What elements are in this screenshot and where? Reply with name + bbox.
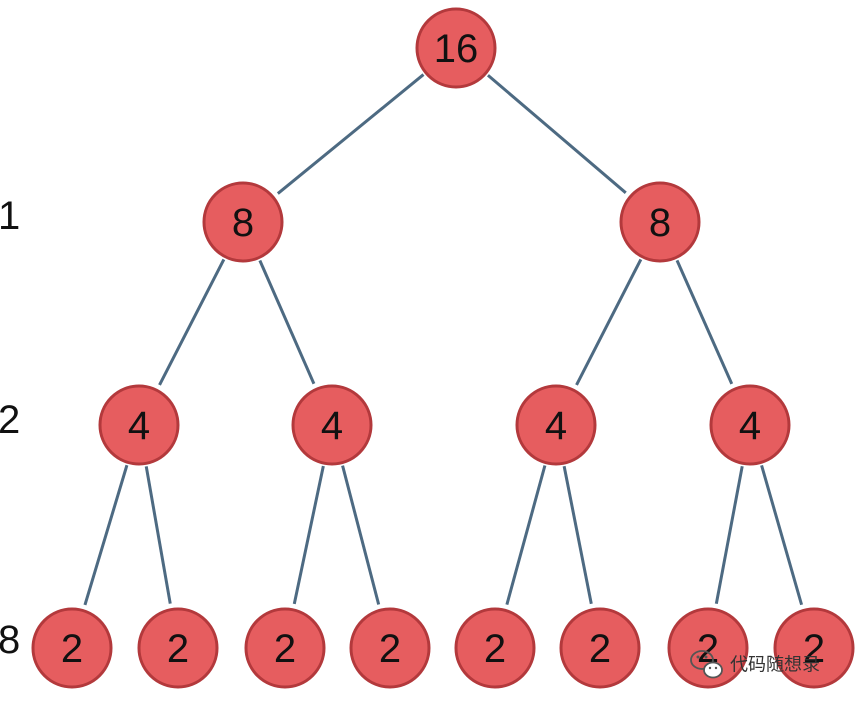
tree-node: 8: [202, 181, 284, 263]
edge-n3-n7: [83, 464, 129, 606]
node-circle: [31, 607, 113, 689]
tree-node: 16: [415, 7, 497, 89]
level-label-1: 1: [0, 194, 20, 238]
node-circle: [559, 607, 641, 689]
edges-layer: [83, 73, 804, 606]
tree-node: 4: [291, 384, 373, 466]
edge-n3-n8: [144, 466, 172, 604]
node-label: 2: [484, 627, 506, 671]
node-circle: [415, 7, 497, 89]
node-label: 4: [545, 404, 567, 448]
node-circle: [619, 181, 701, 263]
node-label: 2: [274, 627, 296, 671]
edge-n1-n4: [258, 259, 316, 385]
node-label: 4: [739, 404, 761, 448]
edge-n6-n14: [760, 464, 804, 606]
edge-n1-n3: [158, 258, 226, 386]
node-label: 2: [167, 627, 189, 671]
tree-node: 2: [773, 607, 855, 689]
node-label: 16: [434, 27, 479, 71]
node-label: 8: [649, 201, 671, 245]
node-circle: [667, 607, 749, 689]
edge-n5-n11: [505, 465, 547, 605]
tree-node: 8: [619, 181, 701, 263]
edge-n6-n13: [714, 465, 744, 605]
node-circle: [98, 384, 180, 466]
node-circle: [349, 607, 431, 689]
node-circle: [709, 384, 791, 466]
tree-node: 2: [137, 607, 219, 689]
node-circle: [244, 607, 326, 689]
node-label: 4: [128, 404, 150, 448]
node-label: 2: [379, 627, 401, 671]
edge-n0-n1: [276, 73, 425, 195]
node-circle: [137, 607, 219, 689]
node-label: 4: [321, 404, 343, 448]
node-label: 2: [589, 627, 611, 671]
edge-n0-n2: [486, 74, 627, 194]
node-circle: [773, 607, 855, 689]
node-circle: [515, 384, 597, 466]
node-label: 2: [803, 627, 825, 671]
tree-node: 4: [98, 384, 180, 466]
tree-node: 2: [31, 607, 113, 689]
tree-node: 2: [349, 607, 431, 689]
tree-node: 2: [244, 607, 326, 689]
watermark: 代码随想录: [690, 650, 820, 679]
node-circle: [202, 181, 284, 263]
wechat-icon: [690, 650, 723, 679]
edge-n5-n12: [562, 465, 593, 605]
edge-n4-n9: [292, 465, 325, 605]
tree-node: 4: [515, 384, 597, 466]
tree-node: 4: [709, 384, 791, 466]
node-circle: [291, 384, 373, 466]
level-label-2: 2: [0, 398, 20, 442]
edge-n2-n5: [575, 258, 643, 386]
node-label: 8: [232, 201, 254, 245]
node-circle: [454, 607, 536, 689]
tree-node: 2: [667, 607, 749, 689]
level-label-3: 8: [0, 618, 20, 662]
node-label: 2: [61, 627, 83, 671]
tree-node: 2: [454, 607, 536, 689]
watermark-text: 代码随想录: [730, 655, 820, 676]
tree-node: 2: [559, 607, 641, 689]
edge-n4-n10: [341, 465, 381, 605]
edge-n2-n6: [675, 259, 734, 385]
nodes-layer: 16 8 8 4 4 4 4 2 2 2 2 2 2 2 2: [31, 7, 855, 689]
